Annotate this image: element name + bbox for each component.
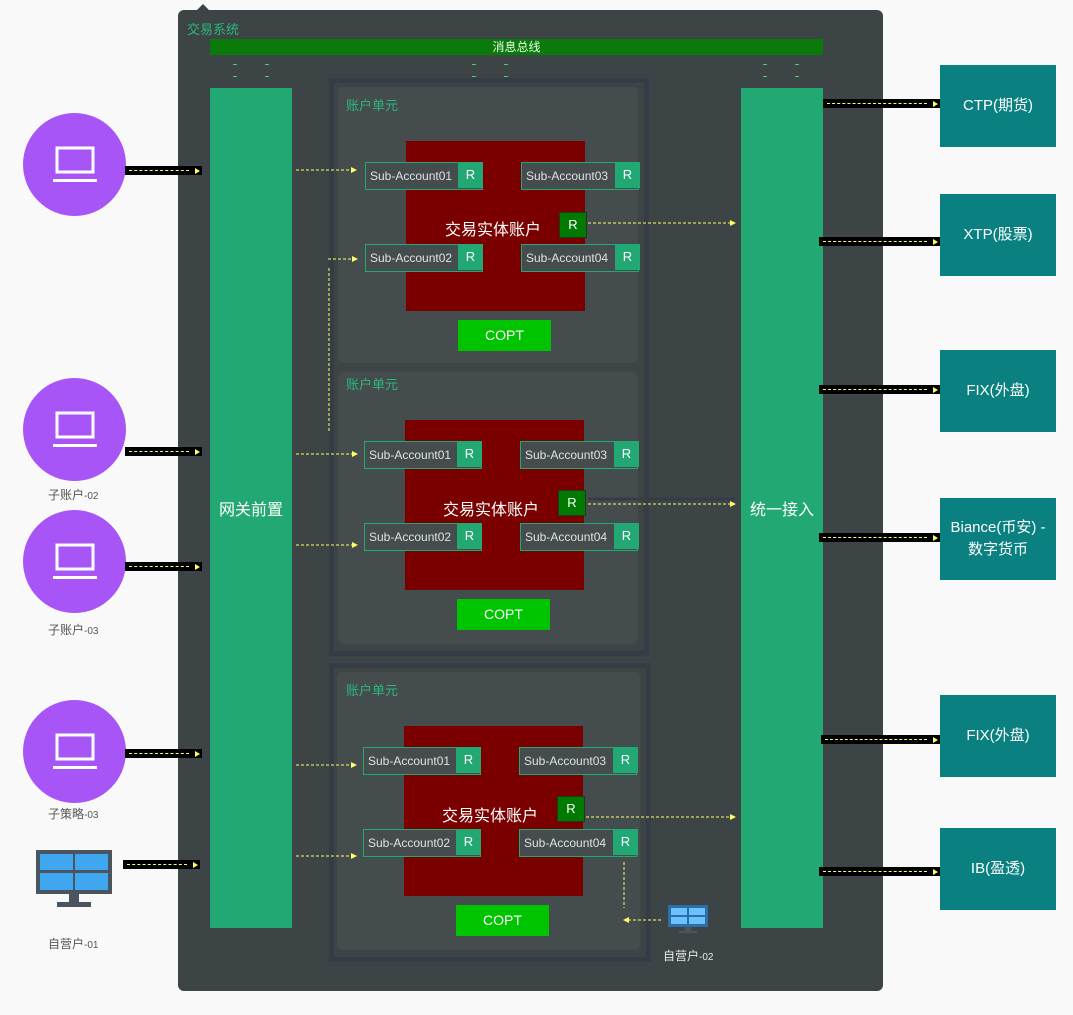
account-unit-1-title: 账户单元 <box>346 98 399 113</box>
sub-account-badge[interactable]: R <box>615 162 640 188</box>
bus-tick <box>763 64 767 65</box>
sub-account-label: Sub-Account03 <box>525 448 608 462</box>
sub-account-label: Sub-Account01 <box>368 754 451 768</box>
client-laptop-3[interactable] <box>23 510 126 613</box>
external-fix-2[interactable]: FIX(外盘) <box>940 695 1056 777</box>
external-ib[interactable]: IB(盈透) <box>940 828 1056 910</box>
gateway-label: 网关前置 <box>218 502 283 519</box>
account-unit-3-title: 账户单元 <box>346 683 399 698</box>
bus-tick <box>763 76 767 77</box>
sub-account-label: Sub-Account02 <box>368 836 451 850</box>
access-xtp-connector <box>819 237 940 246</box>
bus-tick <box>472 64 476 65</box>
unified-access-column[interactable]: 统一接入 <box>741 88 823 928</box>
sub-account-badge[interactable]: R <box>458 162 483 188</box>
client-laptop-4[interactable] <box>23 700 126 803</box>
client-2-connector <box>125 447 202 456</box>
bus-tick <box>504 76 508 77</box>
bus-tick <box>795 76 799 77</box>
entity-account-3-badge[interactable]: R <box>557 796 585 822</box>
client-2-label: 子账户-02 <box>48 488 99 502</box>
trading-system-title: 交易系统 <box>187 22 240 37</box>
client-3-label: 子账户-03 <box>48 623 99 637</box>
sub-account-label: Sub-Account01 <box>370 169 453 183</box>
sub-account-label: Sub-Account03 <box>524 754 607 768</box>
copt-button-1[interactable]: COPT <box>458 320 551 351</box>
access-binance-connector <box>819 533 940 542</box>
laptop-icon <box>52 543 97 579</box>
bus-tick <box>472 76 476 77</box>
sub-account-badge[interactable]: R <box>457 441 482 467</box>
sub-account-badge[interactable]: R <box>614 523 639 549</box>
sub-account-badge[interactable]: R <box>456 829 481 855</box>
sub-account-label: Sub-Account03 <box>526 169 609 183</box>
external-binance[interactable]: Biance(币安) -数字货币 <box>940 498 1056 580</box>
client-4-label: 子策略-03 <box>48 807 99 821</box>
sub-account-label: Sub-Account01 <box>369 448 452 462</box>
sub-account-01[interactable]: Sub-Account01 <box>364 441 482 469</box>
bus-tick <box>504 64 508 65</box>
entity-account-1-label: 交易实体账户 <box>445 222 542 239</box>
sub-account-label: Sub-Account02 <box>370 251 453 265</box>
laptop-icon <box>52 411 97 447</box>
client-1-connector <box>125 166 202 175</box>
client-laptop-1[interactable] <box>23 113 126 216</box>
copt-button-2[interactable]: COPT <box>457 599 550 630</box>
account-unit-2-title: 账户单元 <box>346 377 399 392</box>
unit-frame-lower <box>329 663 651 962</box>
access-fix1-connector <box>819 385 940 394</box>
unit-frame-upper <box>329 78 649 656</box>
self-operated-02-label: 自营户-02 <box>663 949 714 963</box>
laptop-icon <box>52 146 97 182</box>
sub-account-label: Sub-Account04 <box>526 251 609 265</box>
client-4-connector <box>125 749 202 758</box>
sub-account-02[interactable]: Sub-Account02 <box>363 829 481 857</box>
gateway-front-column[interactable]: 网关前置 <box>210 88 292 928</box>
self-operated-01-connector <box>123 860 200 869</box>
sub-account-badge[interactable]: R <box>613 747 638 773</box>
sub-account-badge[interactable]: R <box>613 829 638 855</box>
entity-account-3-label: 交易实体账户 <box>442 808 539 825</box>
entity-account-2-label: 交易实体账户 <box>443 502 540 519</box>
entity-account-2-badge[interactable]: R <box>558 490 586 516</box>
sub-account-badge[interactable]: R <box>457 523 482 549</box>
external-fix-1[interactable]: FIX(外盘) <box>940 350 1056 432</box>
bus-tick <box>265 64 269 65</box>
bus-tick <box>265 76 269 77</box>
access-ib-connector <box>819 867 940 876</box>
sub-account-badge[interactable]: R <box>456 747 481 773</box>
bus-tick <box>233 64 237 65</box>
self-operated-01-label: 自营户-01 <box>48 937 99 951</box>
access-fix2-connector <box>821 735 940 744</box>
bus-tick <box>795 64 799 65</box>
bus-tick <box>233 76 237 77</box>
monitor-icon[interactable] <box>35 849 113 909</box>
monitor-icon <box>667 904 709 934</box>
sub-account-label: Sub-Account04 <box>525 530 608 544</box>
access-ctp-connector <box>823 99 940 108</box>
laptop-icon <box>52 733 97 769</box>
message-bus: 消息总线 <box>210 39 823 55</box>
sub-account-badge[interactable]: R <box>458 244 483 270</box>
external-xtp[interactable]: XTP(股票) <box>940 194 1056 276</box>
client-3-connector <box>125 562 202 571</box>
sub-account-label: Sub-Account04 <box>524 836 607 850</box>
client-laptop-2[interactable] <box>23 378 126 481</box>
sub-account-label: Sub-Account02 <box>369 530 452 544</box>
entity-account-1-badge[interactable]: R <box>559 212 587 238</box>
sub-account-badge[interactable]: R <box>615 244 640 270</box>
access-label: 统一接入 <box>749 502 814 519</box>
external-ctp[interactable]: CTP(期货) <box>940 65 1056 147</box>
copt-button-3[interactable]: COPT <box>456 905 549 936</box>
system-notch <box>197 4 209 10</box>
sub-account-badge[interactable]: R <box>614 441 639 467</box>
